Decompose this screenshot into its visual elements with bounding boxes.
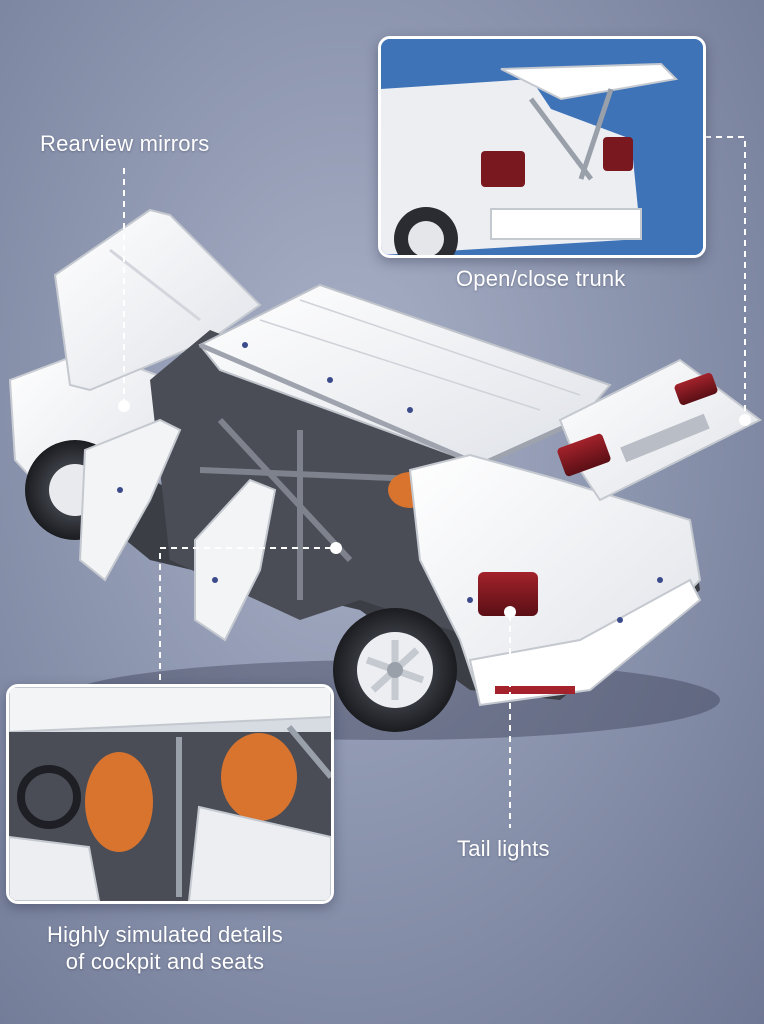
tail-light [478,572,538,616]
trunk-detail-photo [381,39,703,255]
rear-left-door [194,478,277,642]
trunk-callout-line [705,136,746,418]
trunk-callout-dot [739,414,751,426]
rearview-callout-dot [118,400,130,412]
tail-lights-label: Tail lights [457,836,550,861]
rearview-mirrors-label: Rearview mirrors [40,131,210,156]
trunk-detail-inset [378,36,706,258]
cockpit-detail-photo [9,687,331,901]
tail-lights-callout-dot [504,606,516,618]
cockpit-label-line2: of cockpit and seats [65,949,265,974]
trunk-label: Open/close trunk [456,266,626,291]
front-left-door [78,418,182,582]
cockpit-detail-inset [6,684,334,904]
cockpit-callout-line [159,547,336,680]
open-hood [53,208,262,392]
cockpit-label-line1: Highly simulated details [47,922,283,947]
cockpit-callout-dot [330,542,342,554]
